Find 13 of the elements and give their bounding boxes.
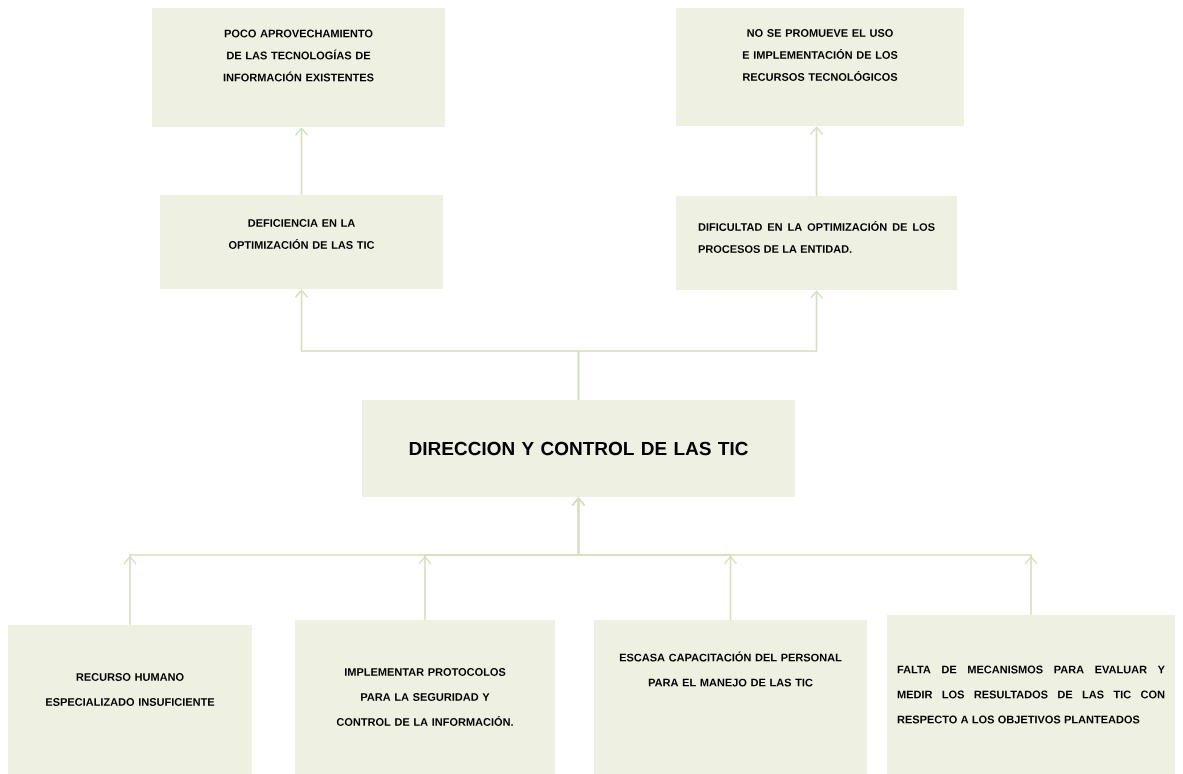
process-box: DIFICULTAD EN LA OPTIMIZACIÓN DE LOS PROCESOS DE LA ENTIDAD. [676,196,957,290]
process-box: FALTA DE MECANISMOS PARA EVALUAR Y MEDIR LOS RESULTADOS DE LAS TIC CON RESPECTO A LOS OBJETIVOS PLANTEADOS [887,615,1175,774]
process-box: ESCASA CAPACITACIÓN DEL PERSONAL PARA EL MANEJO DE LAS TIC [594,620,867,774]
process-box: RECURSO HUMANO ESPECIALIZADO INSUFICIENTE [8,625,252,774]
process-box: IMPLEMENTAR PROTOCOLOS PARA LA SEGURIDAD Y CONTROL DE LA INFORMACIÓN. [295,620,555,774]
process-box: POCO APROVECHAMIENTO DE LAS TECNOLOGÍAS DE INFORMACIÓN EXISTENTES [152,8,445,127]
arrow [577,290,824,401]
process-box: DIRECCION Y CONTROL DE LAS TIC [362,400,795,497]
arrow [571,497,1038,616]
arrow [809,126,824,197]
process-box: DEFICIENCIA EN LA OPTIMIZACIÓN DE LAS TIC [160,195,443,289]
arrow [294,127,309,196]
process-box: NO SE PROMUEVE EL USO E IMPLEMENTACIÓN DE LOS RECURSOS TECNOLÓGICOS [676,8,964,126]
